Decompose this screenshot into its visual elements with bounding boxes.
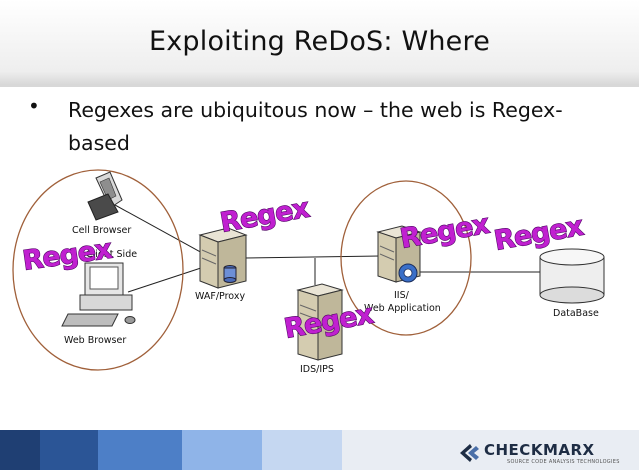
web-application-label: Web Application	[364, 303, 441, 314]
client-side-label: Client Side	[86, 249, 137, 260]
architecture-diagram: Cell Browser Client Side Web Browser WAF…	[12, 169, 605, 375]
web-browser-label: Web Browser	[64, 335, 126, 346]
slide-title: Exploiting ReDoS: Where	[148, 26, 491, 57]
footer-bar	[0, 430, 639, 470]
title-divider	[0, 84, 639, 87]
cell-browser-label: Cell Browser	[72, 225, 131, 236]
bullet-text: Regexes are ubiquitous now – the web is …	[68, 98, 563, 155]
regex-label-ids: Regex	[282, 299, 376, 345]
desktop-computer-icon	[61, 262, 136, 327]
checkmarx-logo-icon	[460, 444, 479, 462]
bullet-dot: •	[28, 94, 40, 118]
footer-block-5	[262, 430, 342, 470]
footer-block-4	[182, 430, 262, 470]
regex-label-iis: Regex	[398, 209, 492, 255]
ids-ips-label: IDS/IPS	[300, 364, 334, 375]
database-icon	[539, 248, 605, 304]
slide-header	[0, 0, 639, 84]
footer-block-3	[98, 430, 182, 470]
iis-label: IIS/	[394, 290, 410, 301]
database-label: DataBase	[553, 308, 599, 319]
checkmarx-tagline: SOURCE CODE ANALYSIS TECHNOLOGIES	[507, 459, 620, 465]
footer-block-1	[0, 430, 40, 470]
web-app-ellipse	[340, 180, 472, 336]
checkmarx-logo-text: CHECKMARX	[484, 441, 595, 459]
client-side-ellipse	[12, 169, 184, 371]
waf-server-icon	[198, 227, 248, 289]
cell-phone-icon	[87, 171, 123, 221]
ids-server-icon	[296, 283, 344, 361]
link-phone-waf	[114, 204, 216, 261]
regex-label-waf: Regex	[218, 193, 312, 239]
link-browser-waf	[127, 264, 211, 293]
waf-proxy-label: WAF/Proxy	[195, 291, 245, 302]
footer-block-2	[40, 430, 98, 470]
link-waf-iis	[244, 255, 381, 259]
iis-server-icon	[376, 225, 422, 283]
